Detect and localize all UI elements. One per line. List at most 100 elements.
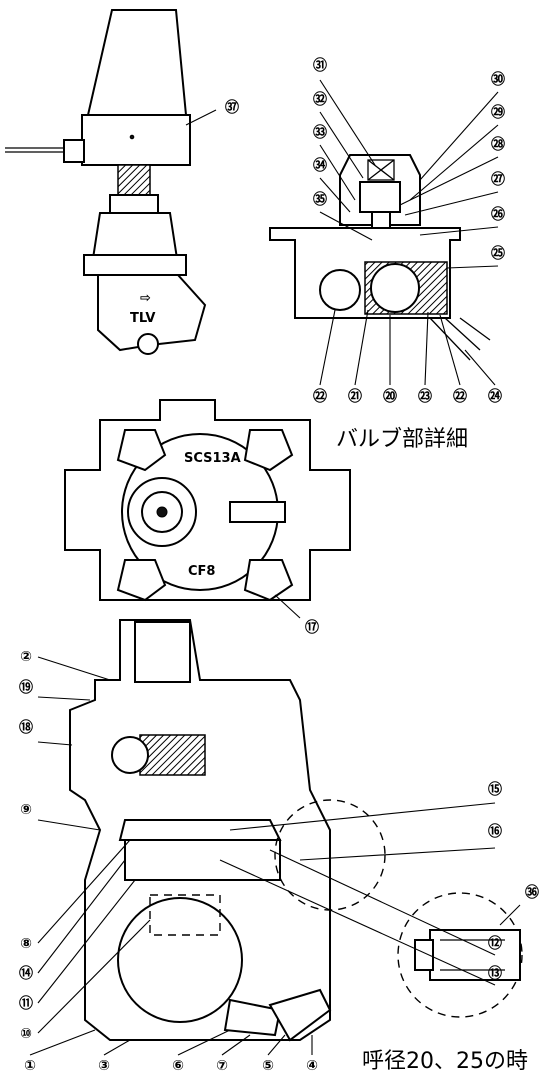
callout-4: ④ [306,1058,318,1074]
svg-text:㉓: ㉓ [418,388,432,405]
svg-text:㉟: ㉟ [313,191,327,208]
callout-32: ㉜ [313,91,327,108]
trap-body-lower [97,274,207,352]
actuator-spring [117,164,151,196]
callout-22a: ㉒ [313,388,327,405]
svg-text:⑥: ⑥ [172,1058,184,1074]
callout-20: ⑳ [383,388,397,405]
svg-text:㉔: ㉔ [488,388,502,405]
svg-text:⑦: ⑦ [216,1058,228,1074]
callout-14: ⑭ [19,965,33,982]
svg-text:⑰: ⑰ [305,619,319,636]
drain-plug [268,988,332,1042]
svg-text:㉒: ㉒ [313,388,327,405]
svg-text:⑫: ⑫ [488,935,502,952]
svg-text:㉖: ㉖ [491,206,505,223]
valve-unit-section [134,621,191,683]
callout-30: ㉚ [491,71,505,88]
svg-text:①: ① [24,1058,36,1074]
svg-text:②: ② [20,649,32,665]
callout-11: ⑪ [19,995,33,1012]
callout-35: ㉟ [313,191,327,208]
callout-16: ⑯ [488,823,502,840]
svg-text:⑮: ⑮ [488,781,502,798]
svg-text:㉕: ㉕ [491,245,505,262]
body-cross-section [69,619,386,1042]
svg-text:⑧: ⑧ [20,936,32,952]
callout-2: ② [20,649,32,665]
material-mark-top: SCS13A [184,451,241,466]
callout-7: ⑦ [216,1058,228,1074]
callout-6: ⑥ [172,1058,184,1074]
callout-19: ⑲ [19,679,33,696]
callout-27: ㉗ [491,171,505,188]
svg-text:㊲: ㊲ [225,99,239,116]
svg-text:⑳: ⑳ [383,388,397,405]
callout-31: ㉛ [313,57,327,74]
outlet-port [117,897,243,1023]
svg-text:⑱: ⑱ [19,719,33,736]
callout-13: ⑬ [488,965,502,982]
callout-8: ⑧ [20,936,32,952]
svg-text:㊱: ㊱ [525,884,539,901]
callout-10: ⑩ [20,1026,32,1042]
callout-29: ㉙ [491,104,505,121]
callout-24: ㉔ [488,388,502,405]
callout-5: ⑤ [262,1058,274,1074]
callout-23: ㉓ [418,388,432,405]
svg-text:⑩: ⑩ [20,1026,32,1042]
svg-text:㉝: ㉝ [313,124,327,141]
callout-28: ㉘ [491,136,505,153]
callout-22b: ㉒ [453,388,467,405]
svg-text:㉒: ㉒ [453,388,467,405]
body-top-view: SCS13A CF8 [64,399,351,602]
svg-text:⑲: ⑲ [19,679,33,696]
svg-text:㉜: ㉜ [313,91,327,108]
svg-text:④: ④ [306,1058,318,1074]
valve-ball-detail [319,269,361,311]
callout-26: ㉖ [491,206,505,223]
callout-34: ㉞ [313,157,327,174]
svg-text:③: ③ [98,1058,110,1074]
valve-detail-caption: バルブ部詳細 [336,427,468,452]
svg-text:㉞: ㉞ [313,157,327,174]
callout-37: ㊲ [225,99,239,116]
leader-lines [29,79,521,1056]
bimetal-element [124,839,281,881]
svg-text:㉛: ㉛ [313,57,327,74]
svg-text:㉙: ㉙ [491,104,505,121]
svg-text:⑭: ⑭ [19,965,33,982]
fitting-detail-view [397,892,523,1018]
disc-plate [118,819,282,841]
actuator-external-view: ⇨ TLV [5,9,207,355]
svg-text:㉘: ㉘ [491,136,505,153]
brand-mark: TLV [130,311,155,326]
size-note-caption: 呼径20、25の時 [362,1049,528,1074]
valve-seat-section [139,734,206,776]
callout-12: ⑫ [488,935,502,952]
callout-21: ㉑ [348,388,362,405]
cable-gland [63,139,85,163]
material-mark-bottom: CF8 [188,564,215,579]
detail-circle [397,892,523,1018]
callout-15: ⑮ [488,781,502,798]
callout-1: ① [24,1058,36,1074]
callout-25: ㉕ [491,245,505,262]
callout-33: ㉝ [313,124,327,141]
actuator-cover [86,9,188,116]
actuator-housing [81,114,191,166]
svg-text:⑪: ⑪ [19,995,33,1012]
callouts: ㊲ ㉛ ㉜ ㉝ ㉞ ㉟ ㉚ ㉙ ㉘ ㉗ ㉖ ㉕ ㉒ ㉑ ⑳ ㉓ ㉒ ㉔ ⑰ ② … [19,57,539,1074]
valve-detail-section [269,154,491,361]
svg-text:⑤: ⑤ [262,1058,274,1074]
svg-text:㉚: ㉚ [491,71,505,88]
svg-text:㉑: ㉑ [348,388,362,405]
svg-text:⑬: ⑬ [488,965,502,982]
svg-text:⑯: ⑯ [488,823,502,840]
callout-17: ⑰ [305,619,319,636]
callout-3: ③ [98,1058,110,1074]
callout-18: ⑱ [19,719,33,736]
flow-arrow-mark: ⇨ [140,291,151,306]
svg-text:㉗: ㉗ [491,171,505,188]
